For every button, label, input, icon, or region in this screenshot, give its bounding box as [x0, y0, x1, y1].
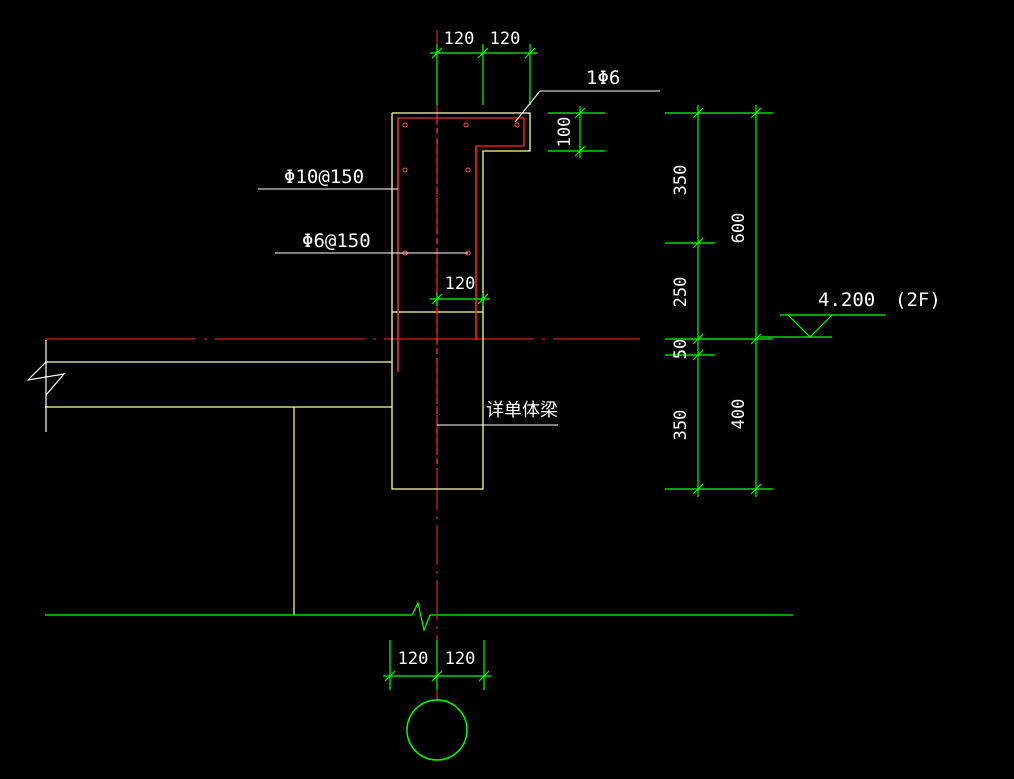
dim-350-top: 350 [671, 165, 691, 196]
inner-dim-label: 120 [445, 274, 476, 294]
beam-outline [391, 112, 531, 490]
slab-break-symbol [26, 340, 66, 432]
upturn-dimension [548, 106, 605, 158]
floor-slab [45, 361, 392, 615]
bottom-dim-left: 120 [398, 649, 429, 669]
top-dim-left: 120 [444, 29, 475, 49]
dim-50: 50 [671, 339, 691, 359]
label-stirrup-main: Φ10@150 [284, 166, 364, 188]
dim-600: 600 [729, 213, 749, 244]
dim-250: 250 [671, 277, 691, 308]
axis-bubble [406, 699, 468, 761]
dim-400: 400 [729, 399, 749, 430]
inner-dimension [430, 293, 490, 306]
ground-line [45, 601, 793, 633]
top-dimension [430, 44, 537, 105]
right-dimension-chain [665, 105, 773, 497]
bottom-dimension [383, 640, 491, 690]
upturn-dim-label: 100 [555, 117, 575, 148]
leaders [258, 90, 660, 426]
dim-350-bottom: 350 [671, 410, 691, 441]
elevation-marker [760, 314, 886, 338]
elevation-value: 4.200 [818, 289, 875, 311]
label-top-bar: 1Φ6 [586, 67, 620, 89]
label-beam-note: 详单体梁 [486, 400, 558, 421]
label-stirrup-sec: Φ6@150 [302, 230, 371, 252]
top-dim-right: 120 [490, 29, 521, 49]
bottom-dim-right: 120 [445, 649, 476, 669]
rebar-dots [402, 122, 520, 256]
elevation-floor: (2F) [895, 289, 941, 311]
